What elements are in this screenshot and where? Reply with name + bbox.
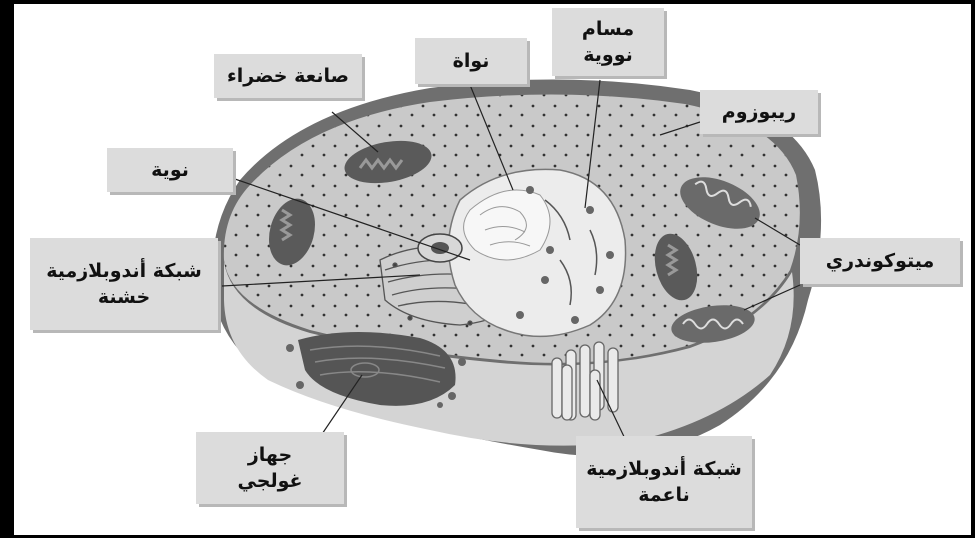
frame-border-right bbox=[971, 0, 975, 538]
label-rough-er-line1: شبكة أندوبلازمية bbox=[46, 258, 202, 284]
label-smooth-er-line1: شبكة أندوبلازمية bbox=[586, 456, 742, 482]
label-golgi-line2: غولجي bbox=[238, 468, 303, 494]
label-mitochondria: ميتوكوندري bbox=[800, 238, 960, 284]
label-smooth-er: شبكة أندوبلازمية ناعمة bbox=[576, 436, 752, 528]
label-ribosome-text: ريبوزوم bbox=[722, 99, 796, 125]
label-nuclear-pores-line2: نووية bbox=[583, 42, 633, 68]
label-nucleus-text: نواة bbox=[453, 48, 490, 74]
label-nuclear-pores-line1: مسام bbox=[582, 16, 634, 42]
frame-border-top bbox=[0, 0, 975, 4]
label-chloroplast-text: صانعة خضراء bbox=[227, 63, 349, 89]
frame-border-left bbox=[0, 0, 14, 538]
label-mitochondria-text: ميتوكوندري bbox=[826, 248, 935, 274]
label-nuclear-pores: مسام نووية bbox=[552, 8, 664, 76]
label-smooth-er-line2: ناعمة bbox=[638, 482, 690, 508]
label-golgi: جهاز غولجي bbox=[196, 432, 344, 504]
label-chloroplast: صانعة خضراء bbox=[214, 54, 362, 98]
label-nucleolus-text: نوية bbox=[151, 157, 189, 183]
label-ribosome: ريبوزوم bbox=[700, 90, 818, 134]
label-rough-er: شبكة أندوبلازمية خشنة bbox=[30, 238, 218, 330]
label-golgi-line1: جهاز bbox=[248, 442, 292, 468]
label-rough-er-line2: خشنة bbox=[98, 284, 150, 310]
label-nucleus: نواة bbox=[415, 38, 527, 84]
label-nucleolus: نوية bbox=[107, 148, 233, 192]
